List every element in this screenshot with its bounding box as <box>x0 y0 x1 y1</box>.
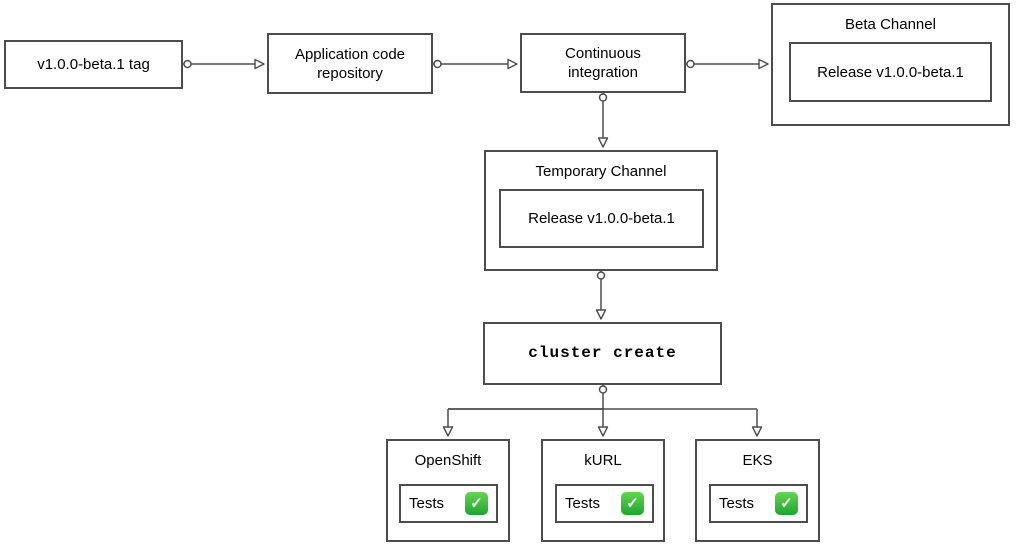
eks-tests-box: Tests ✓ <box>709 484 808 523</box>
node-continuous-integration: Continuous integration <box>520 33 686 93</box>
openshift-tests-box: Tests ✓ <box>399 484 498 523</box>
beta-channel-title: Beta Channel <box>845 15 936 33</box>
container-eks: EKS Tests ✓ <box>695 439 820 542</box>
edge-source-dot <box>598 385 608 394</box>
edge-source-dot <box>598 93 608 102</box>
check-icon: ✓ <box>621 492 644 515</box>
temporary-channel-title: Temporary Channel <box>535 162 667 180</box>
container-temporary-channel: Temporary Channel Release v1.0.0-beta.1 <box>484 150 718 271</box>
container-kurl: kURL Tests ✓ <box>541 439 665 542</box>
check-icon: ✓ <box>775 492 798 515</box>
node-version-tag: v1.0.0-beta.1 tag <box>4 40 183 89</box>
tests-label: Tests <box>565 495 601 512</box>
kurl-title: kURL <box>584 451 622 469</box>
container-beta-channel: Beta Channel Release v1.0.0-beta.1 <box>771 3 1010 126</box>
node-application-code-repository: Application code repository <box>267 33 433 94</box>
edge-cluster-branch <box>448 385 604 410</box>
edge-source-dot <box>183 59 192 69</box>
tests-label: Tests <box>409 495 445 512</box>
node-cluster-create: cluster create <box>483 322 722 385</box>
check-icon: ✓ <box>465 492 488 515</box>
kurl-tests-box: Tests ✓ <box>555 484 654 523</box>
eks-title: EKS <box>742 451 773 469</box>
edge-source-dot <box>433 59 442 69</box>
edge-source-dot <box>686 59 695 69</box>
container-openshift: OpenShift Tests ✓ <box>386 439 510 542</box>
tests-label: Tests <box>719 495 755 512</box>
edge-source-dot <box>596 271 606 280</box>
openshift-title: OpenShift <box>414 451 482 469</box>
node-temporary-release: Release v1.0.0-beta.1 <box>499 189 704 248</box>
node-beta-release: Release v1.0.0-beta.1 <box>789 42 992 102</box>
